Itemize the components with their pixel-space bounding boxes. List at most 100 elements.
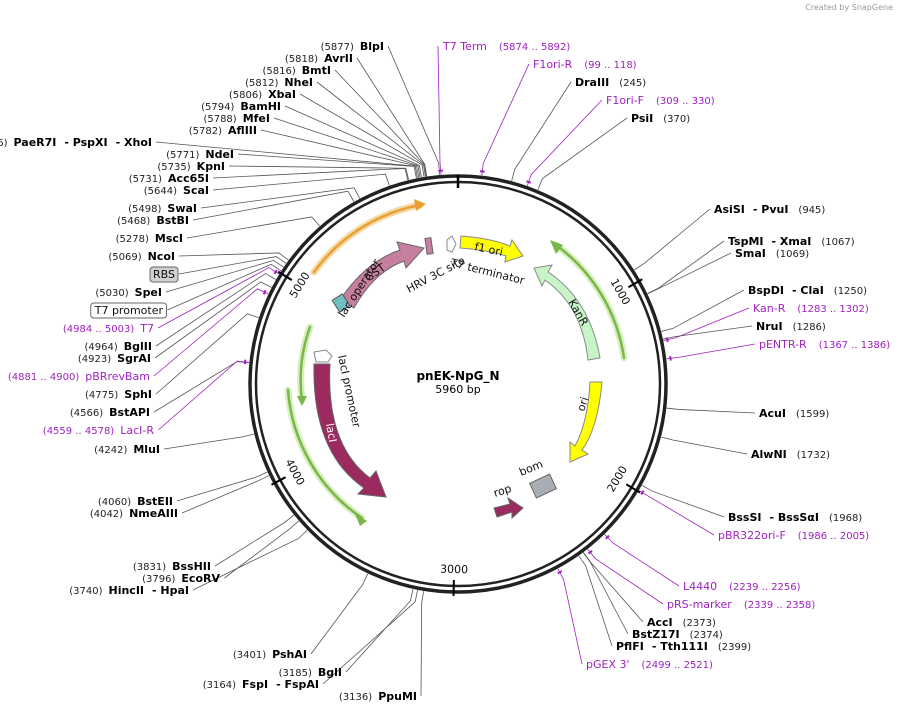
label-name-pflfi: PflFI — [616, 640, 644, 653]
label-name-bsshii: BssHII — [172, 560, 211, 573]
label-pos-blpi: (5877) — [321, 42, 354, 53]
connector-bmti — [334, 69, 427, 177]
label-bamhi: (5794)BamHI — [201, 100, 281, 113]
primer-tick-pbr322ori-f — [640, 490, 645, 496]
label-text-bstapi: (4566)BstAPI — [70, 406, 150, 419]
primer-tick-kan-r — [665, 337, 669, 343]
feature-bom — [528, 473, 558, 499]
label-name-ndei: NdeI — [205, 148, 234, 161]
connector-sgrai — [154, 281, 272, 359]
label-text-bsshii: (3831)BssHII — [133, 560, 211, 573]
label-text-bamhi: (5794)BamHI — [201, 100, 281, 113]
label-pgex3: pGEX 3'(2499 .. 2521) — [586, 658, 713, 671]
label-pos-ncoi: (5069) — [108, 252, 141, 263]
snapgene-credit: Created by SnapGene — [805, 3, 893, 12]
connector-rbs — [178, 256, 287, 275]
label-pos-ecorv: (3796) — [142, 574, 175, 585]
label-name-sgrai: SgrAI — [117, 352, 151, 365]
label-name-rbs: RBS — [153, 268, 175, 281]
label-text-afliii: (5782)AflIII — [189, 124, 257, 137]
label-text-asisi: AsiSI- PvuI(945) — [714, 203, 825, 216]
label-pos-nmeaiii: (4042) — [90, 509, 123, 520]
label-pos-tspmi: (1067) — [821, 237, 854, 248]
label-name2-asisi: - PvuI — [753, 203, 789, 216]
connector-kpni — [228, 165, 410, 180]
tick-label-2000: 2000 — [605, 464, 631, 495]
orf-arcs — [284, 199, 628, 526]
label-bsssi: BssSI- BssSαI(1968) — [728, 511, 862, 524]
label-name-draiii: DraIII — [575, 76, 609, 89]
connector-asisi — [634, 208, 711, 271]
label-pos-acci: (2373) — [683, 618, 716, 629]
label-name-bsteii: BstEII — [137, 495, 173, 508]
orf-arc-kanr-core — [554, 243, 626, 360]
label-acci: AccI(2373) — [647, 616, 716, 629]
label-prs-marker: pRS-marker(2339 .. 2358) — [667, 598, 815, 611]
label-mfei: (5788)MfeI — [203, 112, 270, 125]
connector-l4440 — [604, 534, 680, 587]
label-text-pbrrevbam: (4881 .. 4900)pBRrevBam — [8, 370, 150, 383]
label-name-pbr322ori-f: pBR322ori-F — [718, 529, 786, 542]
label-t7term: T7 Term(5874 .. 5892) — [442, 40, 570, 53]
label-name-ecorv: EcoRV — [181, 572, 220, 585]
label-pos-kan-r: (1283 .. 1302) — [797, 304, 869, 315]
label-name-ncoi: NcoI — [148, 250, 175, 263]
label-ppumi: (3136)PpuMI — [339, 690, 417, 703]
label-name-bstbi: BstBI — [156, 214, 189, 227]
connector-bsssi — [641, 485, 725, 518]
label-xbai: (5806)XbaI — [229, 88, 296, 101]
label-text-ndei: (5771)NdeI — [166, 148, 234, 161]
label-bstz17i: BstZ17I(2374) — [632, 628, 723, 641]
connector-nhei — [316, 81, 426, 177]
feature-laci-promoter-label: lacI promoter — [335, 354, 363, 429]
label-name-acui: AcuI — [759, 407, 786, 420]
label-bsteii: (4060) BstEII — [98, 495, 173, 508]
label-pos-bamhi: (5794) — [201, 102, 234, 113]
label-smai: SmaI(1069) — [735, 247, 809, 260]
label-name-nhei: NheI — [284, 76, 313, 89]
label-pbrrevbam: (4881 .. 4900)pBRrevBam — [8, 370, 150, 383]
label-pos-xbai: (5806) — [229, 90, 262, 101]
tick-label-5000: 5000 — [287, 270, 313, 301]
label-name-bspdi: BspDI — [748, 284, 784, 297]
label-f1ori-f: F1ori-F(309 .. 330) — [606, 94, 715, 107]
feature-f1ori — [459, 235, 524, 263]
feature-hrv3c — [424, 237, 434, 255]
label-nrui: NruI(1286) — [756, 320, 826, 333]
feature-kanr-label: KanR — [565, 297, 591, 328]
label-pos-pbr322ori-f: (1986 .. 2005) — [798, 531, 870, 542]
label-name-blpi: BlpI — [360, 40, 384, 53]
connector-ecorv — [224, 520, 300, 579]
label-text-scai: (5644)ScaI — [144, 184, 209, 197]
label-name2-tspmi: - XmaI — [772, 235, 812, 248]
label-pos-bsteii: (4060) — [98, 497, 131, 508]
label-pos-t7: (4984 .. 5003) — [63, 324, 135, 335]
label-text-alwni: AlwNI(1732) — [751, 448, 830, 461]
connector-acui — [666, 407, 756, 414]
connector-bamhi — [284, 105, 422, 178]
label-name-msci: MscI — [155, 232, 183, 245]
plasmid-size: 5960 bp — [435, 383, 480, 396]
connector-mlui — [163, 433, 255, 450]
label-name-nrui: NruI — [756, 320, 783, 333]
label-text-paer7i: (5776)PaeR7I- PspXI- XhoI — [0, 136, 152, 149]
label-text-nmeaiii: (4042)NmeAIII — [90, 507, 178, 520]
label-text-pbr322ori-f: pBR322ori-F (1986 .. 2005) — [718, 529, 869, 542]
feature-rop-label: rop — [492, 482, 513, 500]
orf-arc-laci-outer-head — [355, 514, 367, 526]
primer-tick-prs-marker — [587, 550, 593, 555]
feature-gst — [339, 241, 425, 309]
label-text-kan-r: Kan-R(1283 .. 1302) — [753, 302, 869, 315]
tick-mark-1000 — [627, 278, 643, 289]
label-tspmi: TspMI- XmaI(1067) — [728, 235, 855, 248]
connector-nmeaiii — [181, 475, 270, 514]
label-text-draiii: DraIII(245) — [575, 76, 646, 89]
label-text-spei: (5030)SpeI — [95, 286, 162, 299]
label-pos-acc65i: (5731) — [129, 174, 162, 185]
label-spei: (5030)SpeI — [95, 286, 162, 299]
connector-t7term — [437, 45, 442, 175]
feature-lac-operator — [331, 293, 351, 313]
label-acc65i: (5731)Acc65I — [129, 172, 209, 185]
feature-rop — [493, 496, 524, 520]
label-pos-mlui: (4242) — [94, 445, 127, 456]
